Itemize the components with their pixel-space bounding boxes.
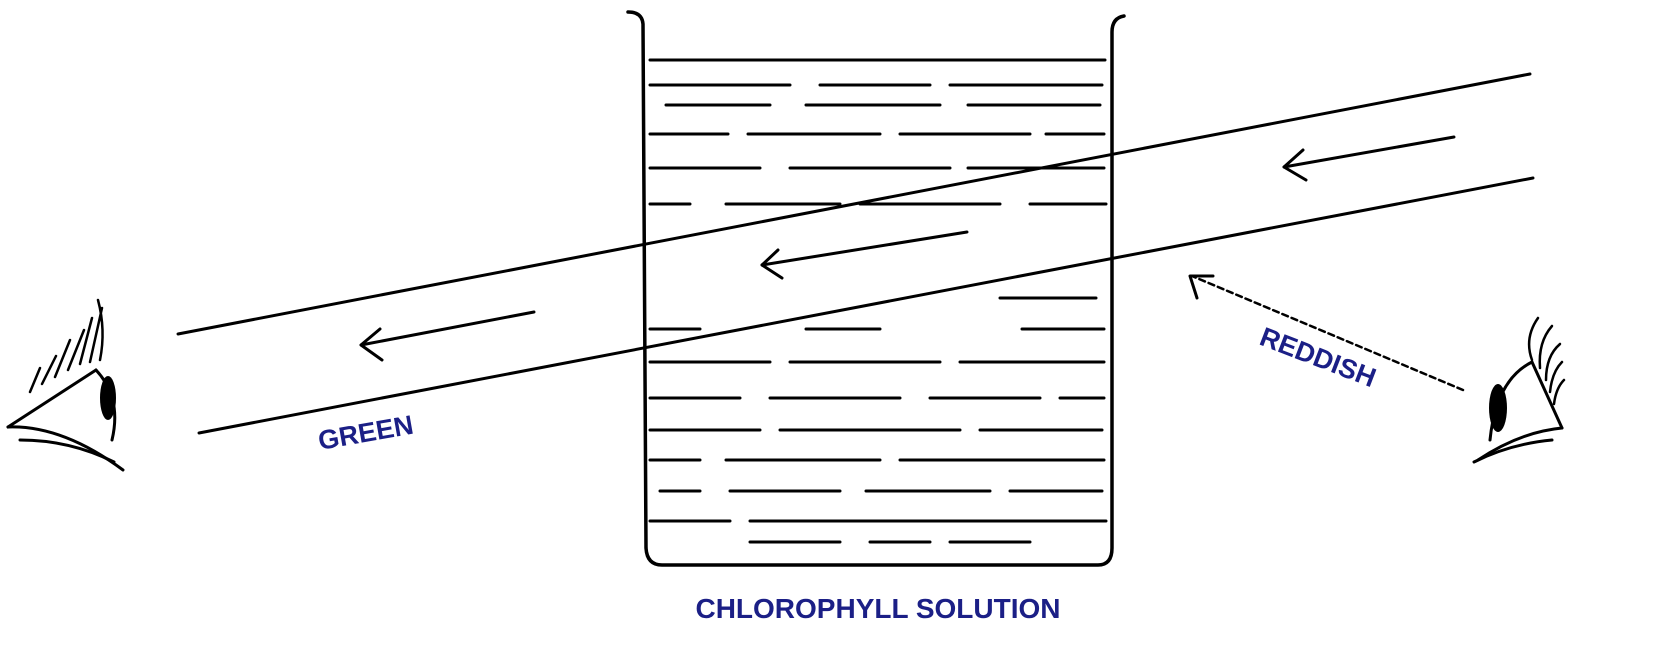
light-ray-upper xyxy=(176,72,1532,336)
reddish-label: REDDISH xyxy=(1256,322,1380,394)
solution-label: CHLOROPHYLL SOLUTION xyxy=(695,593,1060,624)
liquid-lines xyxy=(648,83,1108,544)
right-eye-icon xyxy=(1472,316,1566,464)
direction-arrow-middle xyxy=(760,230,969,280)
right-eye-pupil xyxy=(1489,384,1507,432)
direction-arrow-left xyxy=(359,310,536,362)
reddish-arrow xyxy=(1188,274,1465,392)
green-label: GREEN xyxy=(316,410,416,456)
direction-arrow-right xyxy=(1282,135,1456,182)
left-eye-icon xyxy=(6,298,125,472)
left-eye-pupil xyxy=(100,376,116,420)
light-ray-lower xyxy=(197,176,1535,435)
beaker-outline xyxy=(626,10,1126,567)
